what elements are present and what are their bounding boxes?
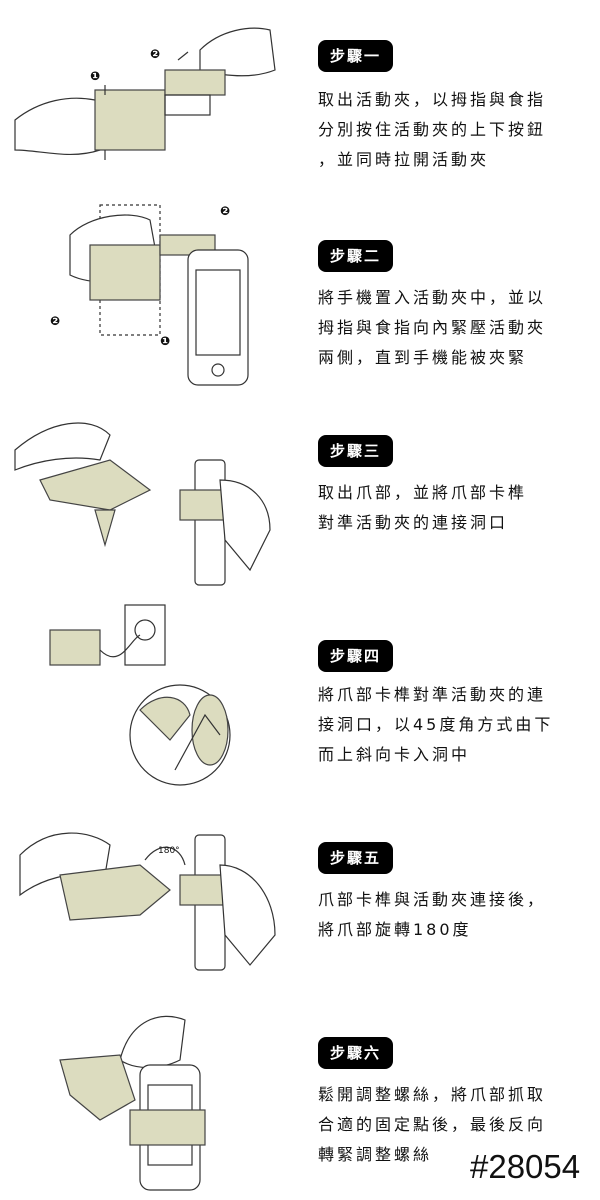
text-line: 將爪部卡榫對準活動夾的連: [318, 685, 547, 704]
marker-2: ❷: [220, 204, 230, 218]
product-code: #28054: [470, 1148, 581, 1185]
text-line: 合適的固定點後，最後反向: [318, 1115, 547, 1134]
step-description: 將爪部卡榫對準活動夾的連 接洞口，以45度角方式由下 而上斜向卡入洞中: [318, 680, 553, 770]
step-1: ❶ ❷ 步驟一 取出活動夾，以拇指與食指 分別按住活動夾的上下按鈕 ，並同時拉開…: [0, 0, 600, 200]
step-3-illustration: [14, 422, 271, 586]
step-badge: 步驟四: [318, 640, 394, 672]
text-line: 拇指與食指向內緊壓活動夾: [318, 318, 547, 337]
step-5-illustration: 180°: [19, 832, 276, 971]
step-description: 將手機置入活動夾中，並以 拇指與食指向內緊壓活動夾 兩側，直到手機能被夾緊: [318, 283, 546, 373]
text-line: 而上斜向卡入洞中: [318, 745, 471, 764]
text-line: 分別按住活動夾的上下按鈕: [318, 120, 547, 139]
text-line: 兩側，直到手機能被夾緊: [318, 348, 528, 367]
step-badge: 步驟六: [318, 1037, 394, 1069]
text-line: 將爪部旋轉180度: [318, 920, 472, 939]
text-line: 取出爪部，並將爪部卡榫: [318, 483, 528, 502]
step-description: 爪部卡榫與活動夾連接後， 將爪部旋轉180度: [318, 885, 546, 945]
step-6-illustration: [59, 1015, 206, 1191]
step-1-illustration: ❶ ❷: [14, 27, 276, 160]
step-5: 180° 步驟五 爪部卡榫與活動夾連接後， 將爪部旋轉180度: [0, 805, 600, 1005]
marker-2: ❷: [150, 47, 160, 61]
text-line: 爪部卡榫與活動夾連接後，: [318, 890, 547, 909]
step-badge: 步驟二: [318, 240, 394, 272]
text-line: 對準活動夾的連接洞口: [318, 513, 509, 532]
step-badge: 步驟五: [318, 842, 394, 874]
step-2: ❷ ❷ ❶ 步驟二 將手機置入活動夾中，並以 拇指與食指向內緊壓活動夾 兩側，直…: [0, 195, 600, 395]
step-4-illustration: [49, 604, 231, 786]
text-line: 接洞口，以45度角方式由下: [318, 715, 554, 734]
text-line: 將手機置入活動夾中，並以: [318, 288, 547, 307]
step-2-illustration: ❷ ❷ ❶: [50, 204, 249, 386]
step-badge: 步驟三: [318, 435, 394, 467]
step-description: 取出活動夾，以拇指與食指 分別按住活動夾的上下按鈕 ，並同時拉開活動夾: [318, 85, 546, 175]
text-line: 鬆開調整螺絲，將爪部抓取: [318, 1085, 547, 1104]
marker-1: ❶: [160, 334, 170, 348]
text-line: 轉緊調整螺絲: [318, 1145, 433, 1164]
text-line: 取出活動夾，以拇指與食指: [318, 90, 547, 109]
step-description: 取出爪部，並將爪部卡榫 對準活動夾的連接洞口: [318, 478, 527, 538]
rotation-label: 180°: [158, 846, 180, 856]
step-description: 鬆開調整螺絲，將爪部抓取 合適的固定點後，最後反向 轉緊調整螺絲: [318, 1080, 546, 1170]
marker-2: ❷: [50, 314, 60, 328]
step-6: 步驟六 鬆開調整螺絲，將爪部抓取 合適的固定點後，最後反向 轉緊調整螺絲: [0, 1000, 600, 1200]
text-line: ，並同時拉開活動夾: [318, 150, 490, 169]
step-3: 步驟三 取出爪部，並將爪部卡榫 對準活動夾的連接洞口: [0, 400, 600, 600]
marker-1: ❶: [90, 69, 100, 83]
step-badge: 步驟一: [318, 40, 394, 72]
step-4: 步驟四 將爪部卡榫對準活動夾的連 接洞口，以45度角方式由下 而上斜向卡入洞中: [0, 600, 600, 800]
